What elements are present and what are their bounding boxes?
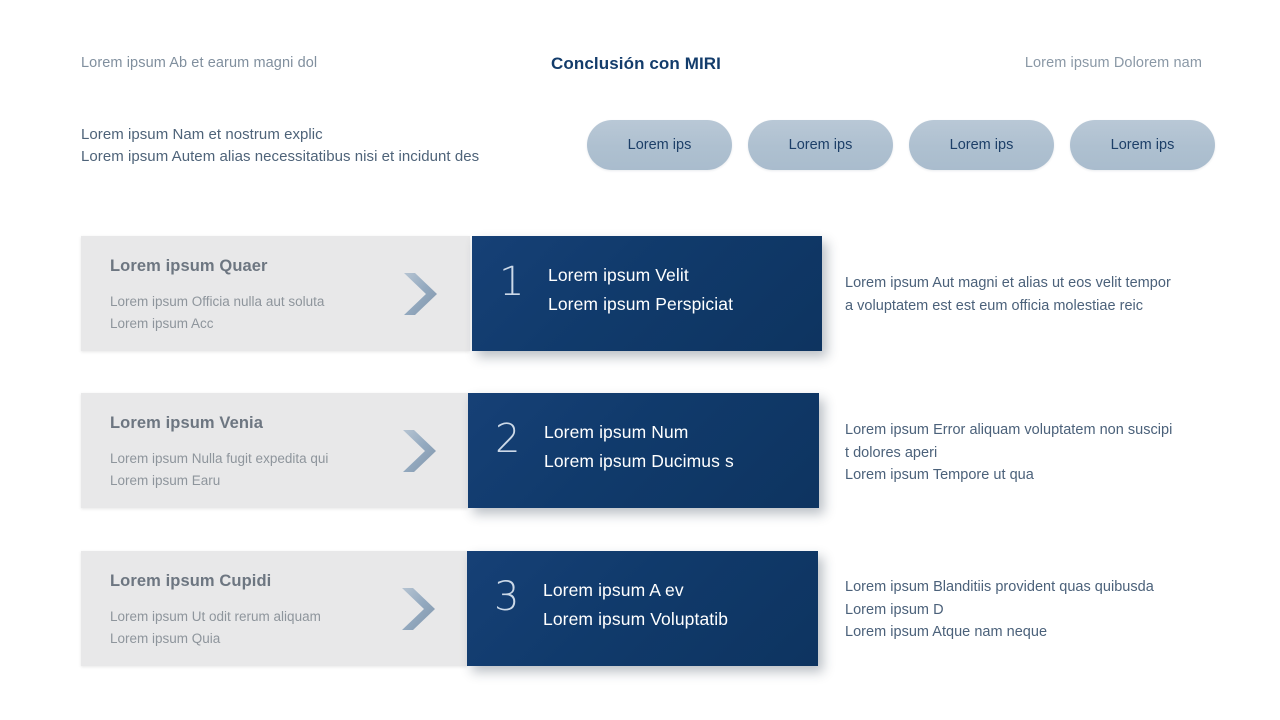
row-3-left-subtext-line-1: Lorem ipsum Ut odit rerum aliquam [110,609,321,624]
row-3-step-number: 3 [494,574,520,620]
pill-button-2-label: Lorem ips [788,137,853,153]
row-3-navy-panel[interactable]: 3 Lorem ipsum A ev Lorem ipsum Voluptati… [467,551,818,666]
row-3-description-line-3: Lorem ipsum Atque nam neque [845,624,1048,640]
row-2-step-number: 2 [495,416,521,462]
row-2-navy-line-1: Lorem ipsum Num [544,422,689,442]
row-1-navy-text: Lorem ipsum Velit Lorem ipsum Perspiciat [548,261,733,319]
row-2-left-subtext-line-2: Lorem ipsum Earu [110,473,221,488]
row-2-gray-panel[interactable]: Lorem ipsum Venia Lorem ipsum Nulla fugi… [81,393,468,508]
row-3-navy-line-2: Lorem ipsum Voluptatib [543,609,729,629]
pill-button-4-label: Lorem ips [1110,137,1175,153]
row-3-left-title: Lorem ipsum Cupidi [110,572,272,590]
row-1-description-line-2: a voluptatem est est eum officia molesti… [845,297,1144,314]
row-2-left-subtext-line-1: Lorem ipsum Nulla fugit expedita qui [110,451,329,466]
intro-line-2: Lorem ipsum Autem alias necessitatibus n… [81,148,480,165]
intro-line-1: Lorem ipsum Nam et nostrum explic [81,126,323,143]
chevron-right-icon [401,428,437,474]
header-right-text: Lorem ipsum Dolorem nam [1024,55,1202,71]
row-2-left-subtext: Lorem ipsum Nulla fugit expedita qui Lor… [110,448,328,492]
row-1-navy-line-2: Lorem ipsum Perspiciat [548,294,734,314]
row-3-description: Lorem ipsum Blanditiis provident quas qu… [845,576,1154,644]
row-1-left-title: Lorem ipsum Quaer [110,257,268,275]
row-1-left-subtext: Lorem ipsum Officia nulla aut soluta Lor… [110,291,324,335]
row-3-left-subtext: Lorem ipsum Ut odit rerum aliquam Lorem … [110,606,321,650]
intro-paragraph: Lorem ipsum Nam et nostrum explic Lorem … [81,124,479,168]
chevron-right-icon [400,586,436,632]
row-1-navy-line-1: Lorem ipsum Velit [548,265,689,285]
row-1-navy-panel[interactable]: 1 Lorem ipsum Velit Lorem ipsum Perspici… [472,236,822,351]
pill-button-1[interactable]: Lorem ips [587,120,732,170]
row-2-description-line-3: Lorem ipsum Tempore ut qua [845,467,1034,483]
row-2-navy-panel[interactable]: 2 Lorem ipsum Num Lorem ipsum Ducimus s [468,393,819,508]
row-3-description-line-2: Lorem ipsum D [845,601,944,618]
pill-button-2[interactable]: Lorem ips [748,120,893,170]
row-2-left-title: Lorem ipsum Venia [110,414,263,432]
row-2-description-line-1: Lorem ipsum Error aliquam voluptatem non… [845,422,1173,438]
row-2-description-line-2: t dolores aperi [845,444,938,461]
pill-button-3[interactable]: Lorem ips [909,120,1054,170]
row-1-description-line-1: Lorem ipsum Aut magni et alias ut eos ve… [845,275,1171,291]
pill-button-3-label: Lorem ips [949,137,1014,153]
row-3-navy-text: Lorem ipsum A ev Lorem ipsum Voluptatib [543,576,728,634]
pill-button-group: Lorem ips Lorem ips Lorem ips Lorem ips [587,120,1215,170]
row-3-navy-line-1: Lorem ipsum A ev [543,580,684,600]
row-3-left-subtext-line-2: Lorem ipsum Quia [110,631,221,646]
row-2-navy-line-2: Lorem ipsum Ducimus s [544,451,734,471]
row-3-gray-panel[interactable]: Lorem ipsum Cupidi Lorem ipsum Ut odit r… [81,551,467,666]
chevron-right-icon [402,271,438,317]
header-left-text: Lorem ipsum Ab et earum magni dol [81,55,318,71]
pill-button-4[interactable]: Lorem ips [1070,120,1215,170]
row-1-left-subtext-line-1: Lorem ipsum Officia nulla aut soluta [110,294,325,309]
row-1-left-subtext-line-2: Lorem ipsum Acc [110,316,214,331]
row-2-description: Lorem ipsum Error aliquam voluptatem non… [845,419,1172,487]
page-title: Conclusión con MIRI [551,54,722,73]
row-1-description: Lorem ipsum Aut magni et alias ut eos ve… [845,272,1171,317]
row-1-step-number: 1 [499,259,525,305]
pill-button-1-label: Lorem ips [627,137,692,153]
row-3-description-line-1: Lorem ipsum Blanditiis provident quas qu… [845,579,1154,595]
row-1-gray-panel[interactable]: Lorem ipsum Quaer Lorem ipsum Officia nu… [81,236,470,351]
row-2-navy-text: Lorem ipsum Num Lorem ipsum Ducimus s [544,418,734,476]
